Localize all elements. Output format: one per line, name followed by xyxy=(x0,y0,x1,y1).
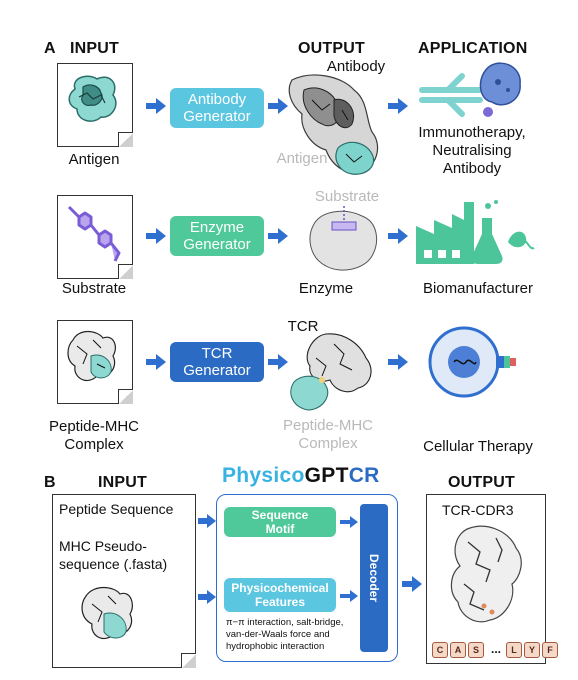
arrow-generator-to-tcr xyxy=(268,354,288,370)
panel-a-letter: A xyxy=(44,40,56,57)
enzyme-structure-icon xyxy=(309,206,378,271)
enzyme-generator-block: Enzyme Generator xyxy=(170,216,264,256)
peptide-mhc-sublabel: Peptide-MHC Complex xyxy=(282,417,374,452)
substrate-label: Substrate xyxy=(61,280,127,297)
tcr-label: TCR xyxy=(287,318,319,335)
cdr3-ellipsis: ... xyxy=(490,642,501,656)
antigen-sublabel: Antigen xyxy=(276,150,328,167)
output-container xyxy=(426,494,546,664)
cdr3-token: L xyxy=(506,642,522,658)
arrow-generator-to-antibody xyxy=(268,98,288,114)
arrow-peptide-to-generator xyxy=(146,354,166,370)
antibody-label: Antibody xyxy=(326,58,386,75)
biomanufacturer-application-label: Biomanufacturer xyxy=(422,280,534,297)
cdr3-token: A xyxy=(450,642,466,658)
panel-a-application-header: APPLICATION xyxy=(418,40,528,57)
cdr3-token: S xyxy=(468,642,484,658)
tcr-structure-icon xyxy=(290,333,372,411)
factory-application-icon xyxy=(416,200,535,264)
arrow-generator-to-enzyme xyxy=(268,228,288,244)
peptide-mhc-label: Peptide-MHC Complex xyxy=(48,418,140,453)
arrow-antibody-to-application xyxy=(388,98,408,114)
arrow-sequence-motif-to-decoder xyxy=(340,516,358,528)
panel-a-input-header: INPUT xyxy=(70,40,119,57)
cdr3-token: C xyxy=(432,642,448,658)
sequence-motif-block: Sequence Motif xyxy=(224,507,336,537)
decoder-block: Decoder xyxy=(360,504,388,652)
arrow-input-to-physicochemical xyxy=(198,590,216,604)
tcr-cdr3-label: TCR-CDR3 xyxy=(442,502,514,518)
arrow-physicochemical-to-decoder xyxy=(340,590,358,602)
cdr3-token: Y xyxy=(524,642,540,658)
immunotherapy-application-label: Immunotherapy, Neutralising Antibody xyxy=(418,124,526,177)
antigen-label: Antigen xyxy=(68,151,120,168)
cellular-therapy-icon xyxy=(428,326,516,398)
panel-b-letter: B xyxy=(44,474,56,491)
panel-b-input-structure-icon xyxy=(81,586,133,639)
panel-b-input-header: INPUT xyxy=(98,474,147,491)
model-title-cr: CR xyxy=(348,464,380,487)
model-title: PhysicoGPTCR xyxy=(222,464,380,488)
peptide-sequence-item: Peptide Sequence xyxy=(59,501,174,517)
tcr-generator-block: TCR Generator xyxy=(170,342,264,382)
arrow-antigen-to-generator xyxy=(146,98,166,114)
tcr-cdr3-structure-icon xyxy=(450,525,522,623)
model-title-physico: Physico xyxy=(222,464,305,487)
model-title-gpt: GPT xyxy=(304,464,349,487)
physicochemical-features-block: Physicochemical Features xyxy=(224,578,336,612)
arrow-decoder-to-output xyxy=(402,576,422,592)
panel-a-output-header: OUTPUT xyxy=(298,40,365,57)
arrow-input-to-sequence-motif xyxy=(198,514,216,528)
arrow-enzyme-to-application xyxy=(388,228,408,244)
decoder-label: Decoder xyxy=(367,553,381,603)
physicochemical-description: π−π interaction, salt-bridge, van-der-Wa… xyxy=(226,617,344,652)
arrow-substrate-to-generator xyxy=(146,228,166,244)
cdr3-token: F xyxy=(542,642,558,658)
antibody-structure-icon xyxy=(288,74,379,175)
model-container xyxy=(216,494,398,662)
arrow-tcr-to-application xyxy=(388,354,408,370)
panel-b-output-header: OUTPUT xyxy=(448,474,515,491)
enzyme-label: Enzyme xyxy=(298,280,354,297)
antigen-structure-icon xyxy=(68,75,117,122)
antibody-generator-block: Antibody Generator xyxy=(170,88,264,128)
panel-b-input-document xyxy=(52,494,196,668)
substrate-molecule-icon xyxy=(67,205,121,262)
mhc-pseudo-sequence-item: MHC Pseudo-sequence (.fasta) xyxy=(59,538,168,572)
antibody-application-icon xyxy=(419,62,521,117)
cellular-therapy-label: Cellular Therapy xyxy=(423,438,533,455)
substrate-sublabel: Substrate xyxy=(314,188,380,205)
peptide-mhc-structure-icon xyxy=(67,330,116,381)
